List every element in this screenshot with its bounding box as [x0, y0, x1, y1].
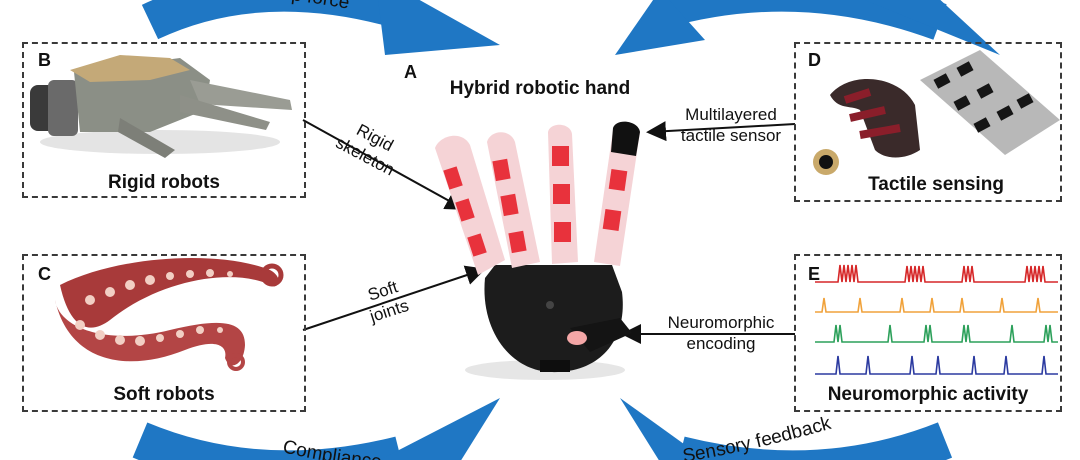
tactile-sensor-line2: tactile sensor: [666, 125, 796, 146]
panel-a-letter: A: [404, 62, 417, 83]
svg-text:Grasp force: Grasp force: [249, 0, 351, 14]
panel-b-letter: B: [38, 50, 51, 71]
panel-d-title: Tactile sensing: [836, 174, 1036, 196]
panel-c-title: Soft robots: [22, 384, 306, 406]
panel-c-letter: C: [38, 264, 51, 285]
center-title: Hybrid robotic hand: [440, 78, 640, 100]
panel-e-letter: E: [808, 264, 820, 285]
svg-text:Sensory feedback: Sensory feedback: [681, 413, 834, 460]
tactile-sensor-line1: Multilayered: [666, 104, 796, 125]
neuromorphic-encoding-line1: Neuromorphic: [656, 312, 786, 333]
tactile-sensor-note: Multilayered tactile sensor: [666, 104, 796, 146]
panel-e-title: Neuromorphic activity: [794, 384, 1062, 406]
panel-b-title: Rigid robots: [22, 172, 306, 194]
compliance-label: Compliance: [281, 436, 383, 460]
sensory-feedback-label: Sensory feedback: [681, 413, 834, 460]
panel-d-letter: D: [808, 50, 821, 71]
neuromorphic-encoding-line2: encoding: [656, 333, 786, 354]
svg-text:Compliance: Compliance: [281, 436, 383, 460]
neuromorphic-encoding-note: Neuromorphic encoding: [656, 312, 786, 354]
grasp-force-label: Grasp force: [249, 0, 351, 14]
